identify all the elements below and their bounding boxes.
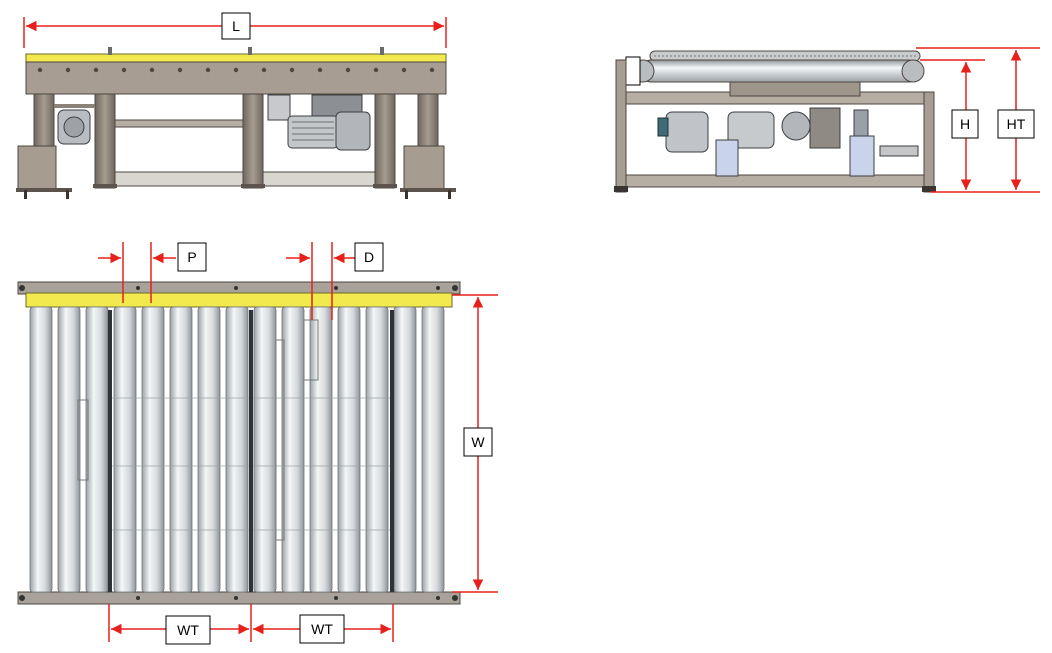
chains [108,310,394,592]
width-transfer-label-box-2 [299,614,345,644]
front-view [16,47,456,199]
top-view [17,281,461,605]
height-label-box [951,109,979,139]
pitch-dimension: P [98,242,207,303]
width-label-box [463,427,493,457]
diameter-label-box [354,242,384,272]
beam-bolts [37,67,435,73]
height-dimensions: H HT [916,47,1040,193]
width-label: W [471,434,485,450]
width-transfer-label-2: WT [311,621,333,637]
width-transfer-dimensions: WT WT [108,604,394,645]
length-label: L [232,18,240,34]
width-transfer-label-1: WT [177,622,199,638]
total-height-label-box [997,109,1035,139]
pitch-label-box [177,242,207,272]
rollers [29,306,445,593]
diameter-dimension: D [286,242,384,320]
width-dimension: W [452,294,498,593]
diameter-label: D [364,249,374,265]
length-dimension: L [23,12,447,48]
height-label: H [960,116,970,132]
total-height-label: HT [1007,116,1026,132]
side-view [614,50,936,193]
width-transfer-label-box-1 [165,615,211,645]
length-label-box [221,12,251,40]
pitch-label: P [187,249,196,265]
